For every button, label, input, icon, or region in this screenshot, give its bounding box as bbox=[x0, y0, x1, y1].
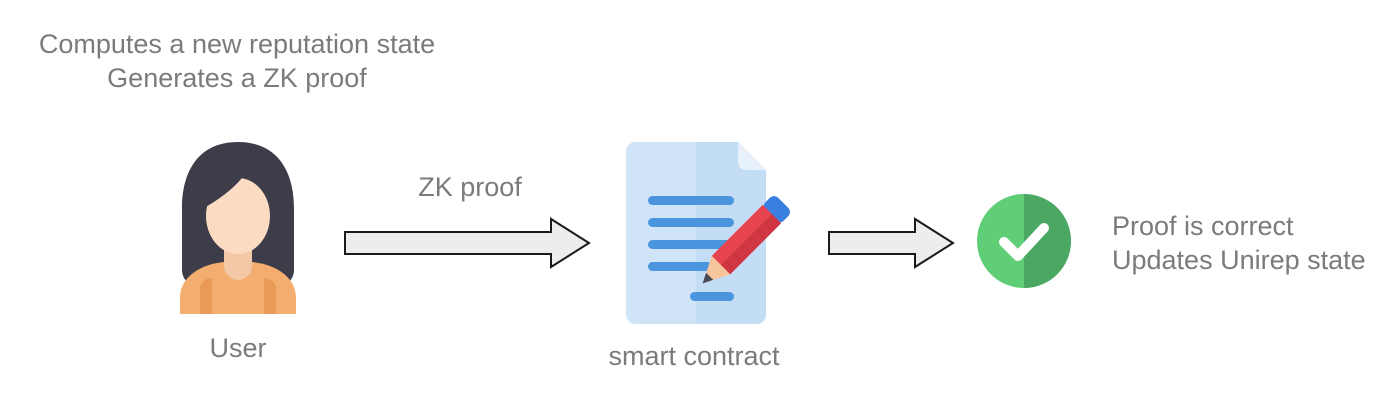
arrow-contract-to-result bbox=[828, 217, 955, 269]
user-annotation-line-2: Generates a ZK proof bbox=[107, 63, 367, 93]
result-text: Proof is correct Updates Unirep state bbox=[1112, 209, 1366, 277]
arrow-user-to-contract bbox=[344, 217, 591, 269]
contract-label: smart contract bbox=[608, 341, 780, 371]
result-line-2: Updates Unirep state bbox=[1112, 245, 1366, 275]
document-pencil-icon bbox=[626, 142, 790, 324]
user-annotation-line-1: Computes a new reputation state bbox=[38, 29, 436, 59]
user-annotation: Computes a new reputation state Generate… bbox=[20, 27, 454, 95]
woman-avatar-icon bbox=[180, 142, 296, 314]
arrow-label-zk-proof: ZK proof bbox=[418, 172, 522, 202]
user-label: User bbox=[209, 333, 267, 363]
check-circle-icon bbox=[977, 194, 1071, 288]
result-line-1: Proof is correct bbox=[1112, 211, 1294, 241]
